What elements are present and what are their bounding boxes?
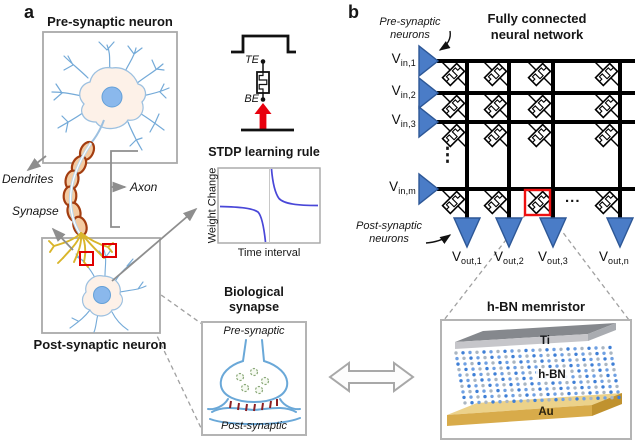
au-layer-label: Au [538,406,554,418]
ti-electrode [455,323,616,349]
double-arrow-icon [328,361,415,393]
memristor-symbol [483,190,508,215]
output-neuron-triangle [452,217,482,249]
post-neurons-label-line2: neurons [369,233,409,245]
input-neuron-triangle [418,44,440,78]
memristor-highlight-box [523,188,552,217]
panel-a-label: a [24,2,35,22]
column-ellipsis: ... [565,189,581,206]
input-neuron-triangle [418,172,440,206]
memristor-symbol [441,94,466,119]
synapse-label: Synapse [12,204,59,218]
hbn-stack-drawing [447,323,622,426]
input-neuron-triangle [418,76,440,110]
post-neurons-label-line1: Post-synaptic [355,220,423,232]
row-ellipsis: ⋮ [438,145,457,166]
axon-drawing [62,140,96,237]
vout-label: Vout,2 [493,249,525,266]
memristor-symbol [527,190,552,215]
output-neuron-triangle [538,217,568,249]
memristor-symbol [594,190,619,215]
receptor-ticks [229,399,278,412]
bio-synapse-title-line2: synapse [228,300,280,314]
vin-label: Vin,2 [391,83,416,100]
axon-terminal-drawing [48,232,114,268]
pre-neuron-title: Pre-synaptic neuron [47,14,173,29]
bio-pre-label: Pre-synaptic [223,325,285,337]
vout-label: Vout,3 [537,249,569,266]
ti-layer-label: Ti [539,335,550,347]
memristor-symbol [527,123,552,148]
memristor-symbol [441,62,466,87]
memristor-symbol [594,123,619,148]
vesicles [235,367,270,395]
vin-label: Vin,1 [391,51,416,68]
pointer-arrows [425,30,452,245]
stdp-ylabel: Weight Change [206,167,219,244]
vout-label: Vout,n [598,249,630,266]
network-title-line1: Fully connected [487,11,587,26]
stdp-depression-curve [219,205,267,243]
crossbar-network [418,44,635,249]
vout-label: Vout,1 [451,249,483,266]
voltage-pulse-icon [231,34,296,54]
biological-synapse-box [201,321,307,436]
memristor-symbol [441,123,466,148]
pre-neuron-drawing [51,41,170,151]
output-neuron-triangle [494,217,524,249]
pre-neurons-label-line1: Pre-synaptic [379,16,441,28]
bottom-electrode-label: BE [244,93,259,105]
memristor-symbol [594,94,619,119]
top-electrode-label: TE [244,54,259,66]
stdp-xlabel: Time interval [237,247,301,259]
panel-b-label: b [348,2,359,22]
stdp-potentiation-curve [270,168,319,207]
hbn-inset-title: h-BN memristor [486,299,586,314]
input-neuron-triangle [418,105,440,139]
annotation-arrows [26,150,198,282]
post-neuron-title: Post-synaptic neuron [33,337,167,352]
bio-synapse-title-line1: Biological [224,285,284,299]
axon-label: Axon [130,180,158,194]
vin-label: Vin,3 [391,112,416,129]
stdp-plot [217,167,321,244]
memristor-symbol [483,62,508,87]
hbn-lattice-dots [454,345,621,405]
dendrites-label: Dendrites [2,172,54,186]
memristor-symbol [483,94,508,119]
memristor-symbol [527,94,552,119]
synapse-highlight-box-2 [102,243,117,258]
memristor-symbol [441,190,466,215]
hbn-layer-text: h-BN [536,369,568,381]
network-title-line2: neural network [490,27,584,42]
output-neuron-triangle [605,217,635,249]
memristor-symbol [483,123,508,148]
biological-synapse-drawing [207,339,301,426]
vin-label: Vin,m [389,179,416,196]
memristor-device-symbol [231,34,296,132]
bio-post-label: Post-synaptic [220,420,288,432]
synapse-highlight-box-1 [79,251,94,266]
memristor-symbol [594,62,619,87]
hbn-layer-label: h-BN [522,369,582,383]
spike-arrow-icon [254,103,272,130]
stdp-title: STDP learning rule [208,145,320,159]
memristor-symbol [527,62,552,87]
pre-neurons-label-line2: neurons [390,29,430,41]
